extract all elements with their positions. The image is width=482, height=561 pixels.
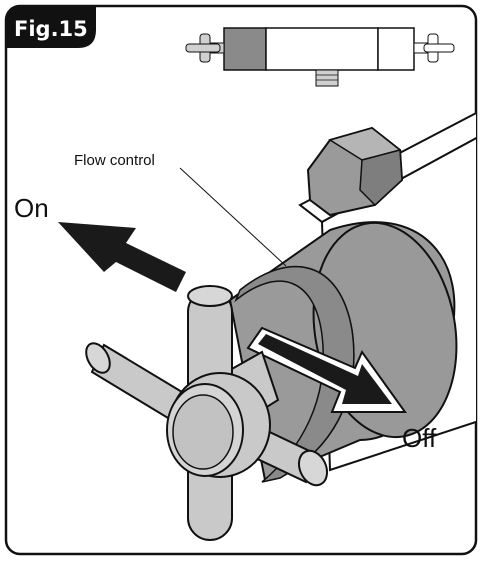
flow-control-label: Flow control [74,152,155,169]
flow-control-cylinder [228,221,458,483]
figure-tag-label: Fig.15 [14,17,88,41]
off-label: Off [402,423,437,453]
on-label: On [14,193,49,223]
cross-handle [85,285,329,541]
shower-valve-thumbnail-icon [185,27,455,87]
arrow-down-right-icon [246,326,407,413]
figure-tag: Fig.15 [6,6,96,48]
arrow-up-left-icon [58,222,186,292]
flow-control-leader [179,167,287,267]
